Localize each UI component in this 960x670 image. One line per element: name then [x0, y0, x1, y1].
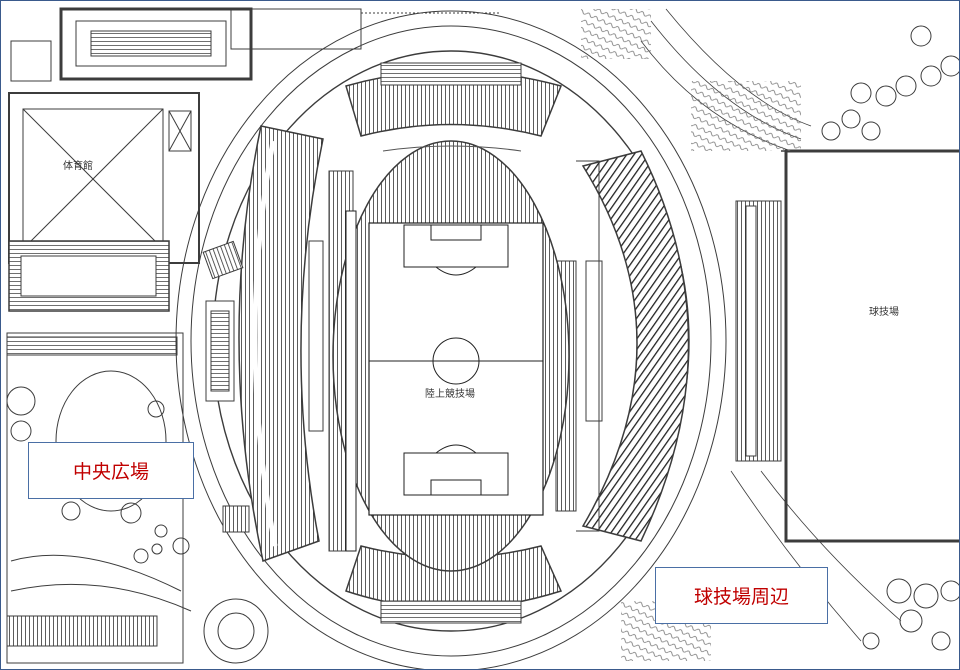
ball-field-building [735, 149, 959, 543]
gymnasium-building [8, 92, 200, 312]
east-stand [555, 150, 690, 542]
northeast-landscape [581, 8, 959, 152]
football-pitch [345, 210, 544, 552]
central-plaza-callout: 中央広場 [28, 442, 194, 499]
ball-field-area-callout: 球技場周辺 [655, 567, 828, 624]
central-plaza-area [6, 332, 269, 664]
central-plaza-callout-text: 中央広場 [72, 461, 149, 483]
ball-field-area-callout-text: 球技場周辺 [693, 586, 789, 608]
north-buildings [10, 7, 501, 82]
south-stand [345, 545, 563, 624]
southeast-landscape [621, 470, 959, 661]
north-stand [345, 62, 563, 137]
gymnasium-label: 体育館 [63, 159, 93, 172]
track-stadium-label: 陸上競技場 [425, 387, 475, 400]
ball-field-label: 球技場 [869, 305, 899, 318]
west-stand [202, 125, 354, 562]
